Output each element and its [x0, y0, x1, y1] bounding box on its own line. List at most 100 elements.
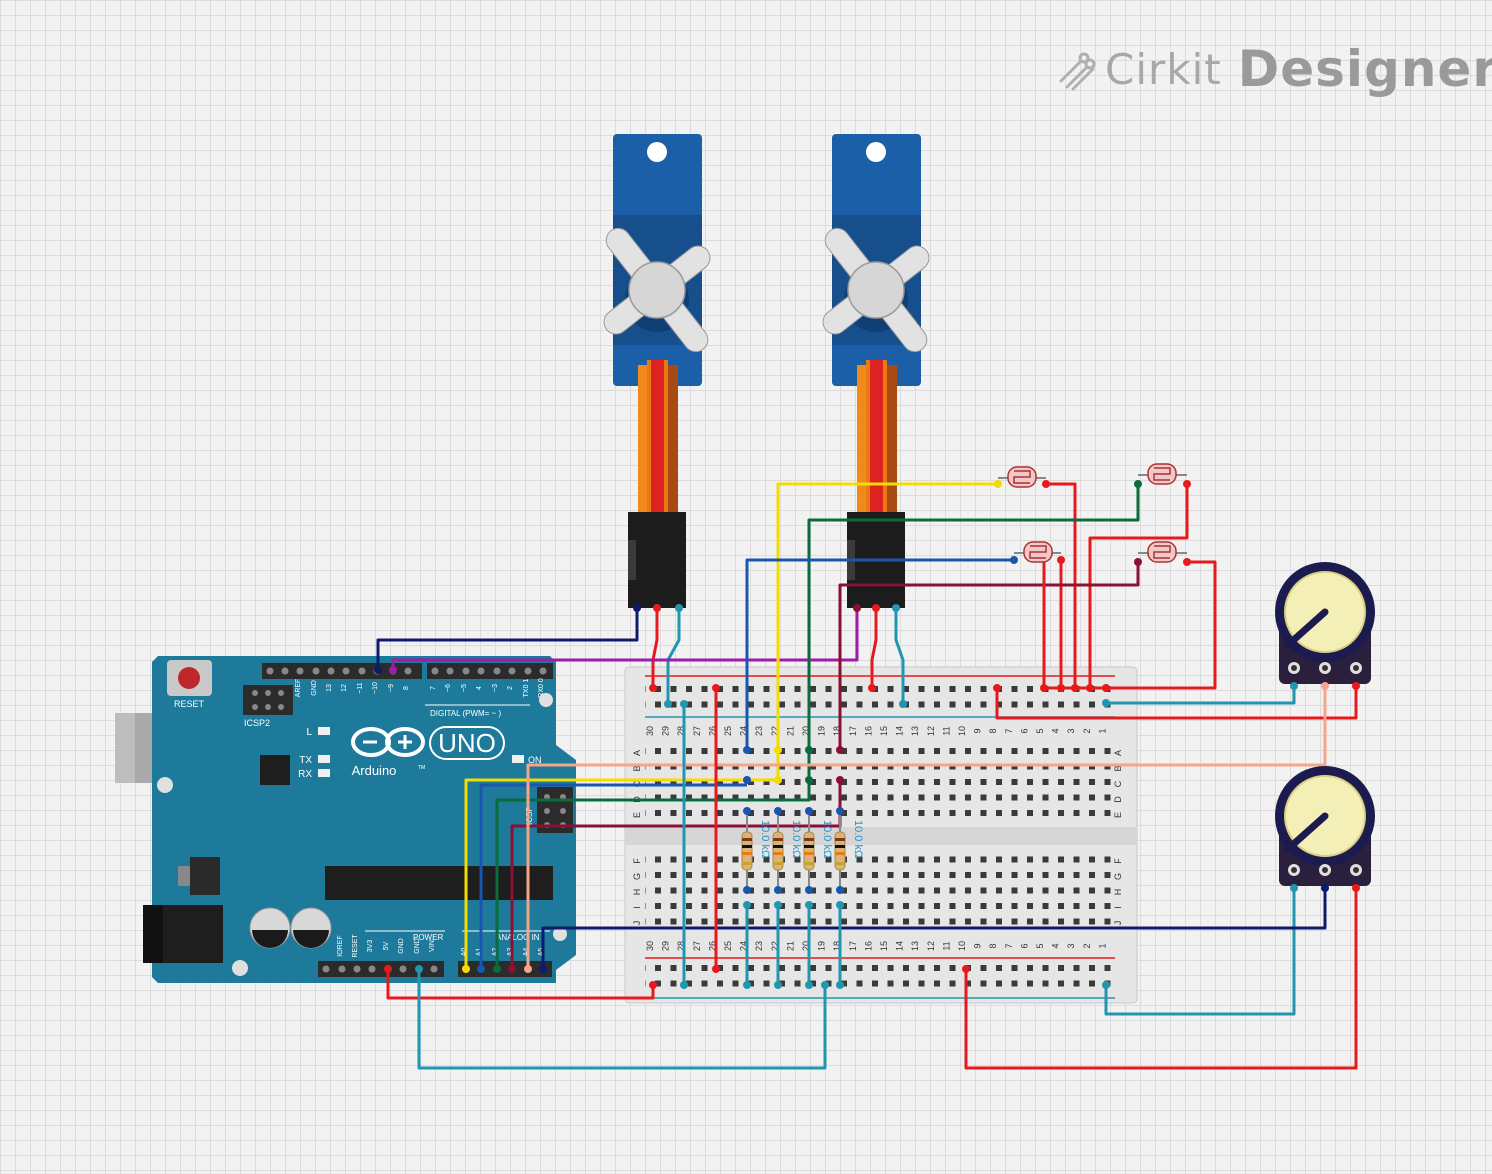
digital-pin-label: 12 [341, 684, 348, 692]
bb-col-label-bottom: 14 [895, 941, 905, 951]
potentiometer-2[interactable] [1275, 766, 1375, 892]
bb-col-label-top: 26 [707, 726, 717, 736]
photoresistor-3[interactable] [1014, 541, 1061, 563]
bb-col-label-top: 11 [941, 726, 951, 735]
led-tx-label: TX [299, 755, 312, 766]
wire-servo-right-power [870, 608, 878, 688]
wire-ldr3-signal [745, 558, 1014, 750]
bb-row-label-right: J [1113, 921, 1123, 926]
power-pin-label: GND [414, 938, 421, 954]
wire-a2 [495, 780, 811, 969]
cirkit-designer-logo: Cirkit Designer [1055, 40, 1492, 98]
resistor-4[interactable] [834, 807, 846, 894]
bb-col-label-bottom: 29 [661, 941, 671, 951]
wire-servo-right-signal [391, 608, 859, 670]
bb-row-label-left: A [632, 750, 642, 756]
bb-col-label-top: 24 [739, 726, 749, 736]
resistor-1[interactable] [741, 807, 753, 894]
digital-pin-label: 8 [403, 686, 410, 690]
capacitor-2 [290, 907, 332, 949]
digital-pin-label: 7 [430, 686, 437, 690]
bb-col-label-top: 14 [895, 726, 905, 736]
bb-row-label-right: A [1113, 750, 1123, 756]
bb-col-label-bottom: 9 [973, 943, 983, 948]
icsp2-header [243, 685, 293, 715]
bb-col-label-top: 20 [801, 726, 811, 736]
digital-header-right[interactable] [427, 663, 553, 679]
bb-col-label-bottom: 28 [676, 941, 686, 951]
resistor-2[interactable] [772, 807, 784, 894]
cirkit-logo-icon [1059, 52, 1096, 91]
bb-col-label-top: 19 [817, 726, 827, 736]
photoresistor-1[interactable] [998, 466, 1046, 488]
icsp2-label: ICSP2 [244, 718, 270, 728]
wire-5v [386, 969, 655, 1000]
capacitor-1 [249, 907, 291, 949]
wire-servo-left-power [651, 608, 659, 688]
digital-pwm-label: DIGITAL (PWM= ~ ) [430, 709, 501, 718]
wire-servo-right-ground [894, 608, 905, 704]
resistor-3[interactable] [803, 807, 815, 894]
bb-col-label-top: 8 [988, 728, 998, 733]
bb-col-label-top: 9 [973, 728, 983, 733]
wires[interactable] [376, 482, 1358, 1070]
bb-col-label-bottom: 2 [1082, 943, 1092, 948]
bb-col-label-bottom: 1 [1097, 943, 1107, 948]
bb-col-label-top: 2 [1082, 728, 1092, 733]
bb-col-label-top: 4 [1051, 728, 1061, 733]
bb-row-label-right: B [1113, 765, 1123, 771]
wire-ldr1-power [1046, 482, 1077, 688]
bb-row-label-right: E [1113, 812, 1123, 818]
digital-header-left[interactable] [262, 663, 422, 679]
bb-col-label-bottom: 26 [707, 941, 717, 951]
bb-row-label-left: G [632, 873, 642, 880]
bb-col-label-bottom: 18 [832, 941, 842, 951]
bb-col-label-top: 25 [723, 726, 733, 736]
bb-col-label-bottom: 16 [863, 941, 873, 951]
wire-servo-left-ground [666, 608, 681, 704]
wire-pot2-wiper [541, 888, 1327, 969]
bb-col-label-top: 6 [1019, 728, 1029, 733]
bb-col-label-bottom: 6 [1019, 943, 1029, 948]
bb-col-label-bottom: 15 [879, 941, 889, 951]
bb-col-label-bottom: 10 [957, 941, 967, 951]
bb-col-label-top: 28 [676, 726, 686, 736]
bb-row-label-right: I [1113, 906, 1123, 909]
bb-col-label-top: 22 [770, 726, 780, 736]
usb-chip [260, 755, 290, 785]
potentiometer-1[interactable] [1275, 562, 1375, 690]
bb-col-label-bottom: 27 [692, 941, 702, 951]
wire-pot1-ground [1106, 686, 1296, 705]
digital-pin-label: ~3 [492, 684, 499, 692]
wire-ldr1-signal [776, 482, 998, 780]
led-l [318, 727, 330, 735]
digital-pin-label: ~9 [388, 684, 395, 692]
bb-col-label-bottom: 11 [941, 941, 951, 950]
servo-right[interactable] [779, 134, 972, 608]
power-header[interactable] [318, 961, 444, 977]
bb-col-label-bottom: 22 [770, 941, 780, 951]
bb-col-label-bottom: 21 [785, 941, 795, 951]
bb-row-label-left: E [632, 812, 642, 818]
photoresistor-2[interactable] [1138, 463, 1187, 485]
bb-col-label-top: 10 [957, 726, 967, 736]
analog-header[interactable] [458, 961, 552, 977]
logo-text-cirkit: Cirkit [1105, 44, 1222, 94]
uno-label: UNO [438, 728, 496, 758]
servo-left[interactable] [560, 134, 753, 608]
bb-col-label-top: 27 [692, 726, 702, 736]
bb-row-label-left: F [632, 858, 642, 864]
bb-row-label-right: D [1113, 796, 1123, 803]
bb-row-label-left: J [632, 921, 642, 926]
digital-pin-label: 4 [476, 686, 483, 690]
digital-pin-label: RX0 0 [538, 678, 545, 698]
bb-row-label-left: H [632, 889, 642, 896]
wire-a1 [479, 783, 747, 969]
photoresistor-4[interactable] [1138, 541, 1187, 563]
bb-col-label-top: 18 [832, 726, 842, 736]
